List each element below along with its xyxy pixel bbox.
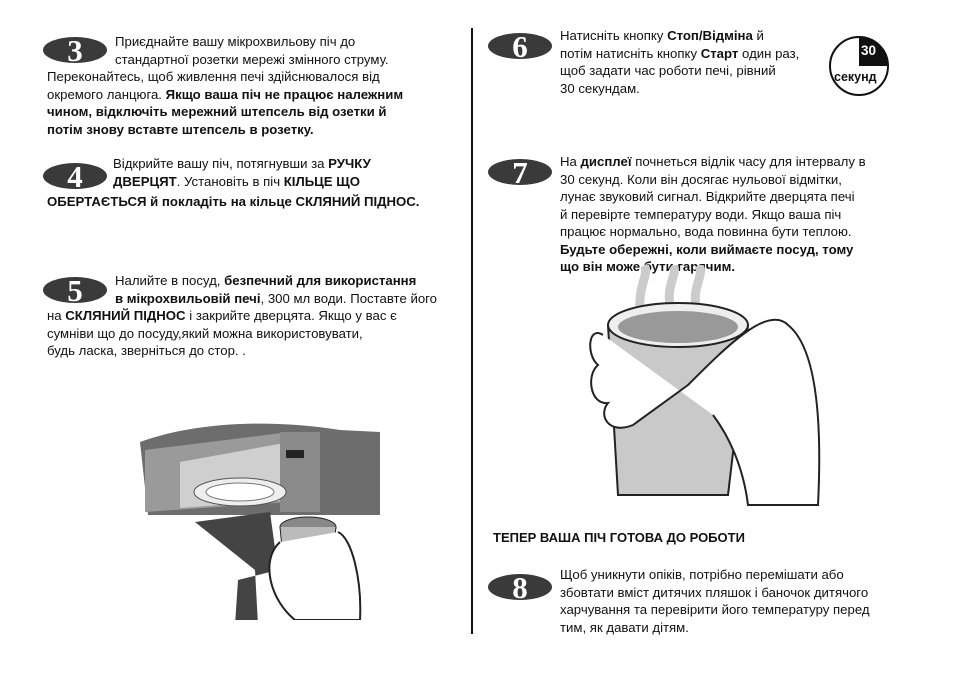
step-4-badge: 4 [42, 162, 108, 190]
step-3-warning: чином, відключіть мережний штепсель від … [47, 104, 387, 119]
step-4-bold: РУЧКУ [328, 156, 371, 171]
step-8-number: 8 [512, 573, 528, 601]
step-6-text: Натисніть кнопку Стоп/Відміна й потім на… [560, 27, 799, 97]
step-5-text-a: Налийте в посуд, безпечний для використа… [115, 272, 437, 307]
step-7-line: й перевірте температуру води. Якщо ваша … [560, 206, 842, 222]
step-7-line: працює нормально, вода повинна бути тепл… [560, 224, 852, 239]
step-5-text-b: на СКЛЯНИЙ ПІДНОС і закрийте дверцята. Я… [47, 307, 397, 360]
step-4-line: й покладіть на кільце [146, 194, 296, 209]
step-6-line: щоб задати час роботи печі, рівний [560, 63, 776, 78]
step-7-number: 7 [512, 158, 528, 186]
step-5-line: , 300 мл води. Поставте його [260, 290, 438, 306]
step-6-line: Натисніть кнопку [560, 28, 668, 43]
step-3-text-a: Приєднайте вашу мікрохвильову піч до ста… [115, 33, 389, 68]
step-4-line: Відкрийте вашу піч, потягнувши за [113, 156, 329, 171]
column-divider [471, 28, 473, 634]
step-7-line: почнеться відлік часу для інтервалу в [631, 154, 866, 169]
display-label: дисплеї [580, 154, 632, 169]
step-4-text-b: ОБЕРТАЄТЬСЯ й покладіть на кільце СКЛЯНИ… [47, 193, 419, 211]
step-5-badge: 5 [42, 276, 108, 304]
step-4-bold: ДВЕРЦЯТ [113, 173, 177, 189]
step-4-bold: КІЛЬЦЕ ЩО [283, 173, 360, 189]
step-3-line: окремого ланцюга. [47, 86, 166, 102]
step-8-text: Щоб уникнути опіків, потрібно перемішати… [560, 566, 870, 636]
step-4-line: . Установіть в піч [176, 173, 284, 189]
hot-cup-illustration [578, 261, 823, 515]
step-8-line: харчування та перевірити його температур… [560, 602, 870, 617]
step-3-line: Переконайтесь, щоб живлення печі здійсню… [47, 69, 380, 84]
step-5-line: будь ласка, зверніться до стор. . [47, 343, 246, 358]
step-3-warning: потім знову вставте штепсель в розетку. [47, 121, 314, 137]
step-7-text: На дисплеї почнеться відлік часу для інт… [560, 153, 866, 276]
step-3-line: стандартної розетки мережі змінного стру… [115, 51, 389, 67]
step-3-warning: Якщо ваша піч не працює належним [165, 86, 404, 102]
step-5-line: сумніви що до посуду,який можна використ… [47, 325, 363, 341]
timer-value: 30 [861, 43, 877, 58]
step-7-line: 30 секунд. Коли він досягає нульової від… [560, 171, 842, 187]
step-8-line: тим, як давати дітям. [560, 619, 689, 635]
step-4-text-a: Відкрийте вашу піч, потягнувши за РУЧКУ … [113, 155, 371, 190]
step-5-number: 5 [67, 276, 83, 304]
step-3-badge: 3 [42, 36, 108, 64]
step-6-badge: 6 [487, 32, 553, 60]
microwave-illustration [140, 420, 380, 625]
start-key-label: Старт [700, 45, 739, 61]
step-6-line: один раз, [738, 45, 800, 61]
step-7-badge: 7 [487, 158, 553, 186]
step-3-number: 3 [67, 36, 83, 64]
step-5-bold: СКЛЯНИЙ ПІДНОС [65, 308, 186, 323]
step-6-line: потім натисніть кнопку [560, 45, 701, 61]
step-8-line: Щоб уникнути опіків, потрібно перемішати… [560, 567, 844, 582]
step-4-bold: СКЛЯНИЙ ПІДНОС. [295, 194, 420, 209]
step-7-warning: Будьте обережні, коли виймаєте посуд, то… [560, 241, 854, 257]
step-6-line: й [752, 28, 764, 43]
step-8-line: збовтати вміст дитячих пляшок і баночок … [560, 584, 869, 600]
step-6-number: 6 [512, 32, 528, 60]
timer-label: секунд [834, 70, 877, 84]
step-7-line: лунає звуковий сигнал. Відкрийте дверцят… [560, 189, 855, 204]
stop-cancel-key-label: Стоп/Відміна [667, 28, 753, 43]
step-5-line: і закрийте дверцята. Якщо у вас є [185, 308, 397, 323]
step-4-bold: ОБЕРТАЄТЬСЯ [47, 194, 147, 209]
step-5-bold: безпечний для використання [224, 273, 417, 288]
step-5-line: Налийте в посуд, [115, 273, 225, 288]
step-6-line: 30 секундам. [560, 80, 640, 96]
step-7-line: На [560, 154, 581, 169]
step-4-number: 4 [67, 162, 83, 190]
step-3-line: Приєднайте вашу мікрохвильову піч до [115, 34, 356, 49]
step-5-line: на [47, 308, 66, 323]
step-8-badge: 8 [487, 573, 553, 601]
step-5-bold: в мікрохвильовій печі [115, 290, 261, 306]
step-3-text-b: Переконайтесь, щоб живлення печі здійсню… [47, 68, 403, 138]
ready-heading: ТЕПЕР ВАША ПІЧ ГОТОВА ДО РОБОТИ [493, 530, 745, 545]
timer-30-seconds-icon: 30 секунд [828, 35, 890, 97]
